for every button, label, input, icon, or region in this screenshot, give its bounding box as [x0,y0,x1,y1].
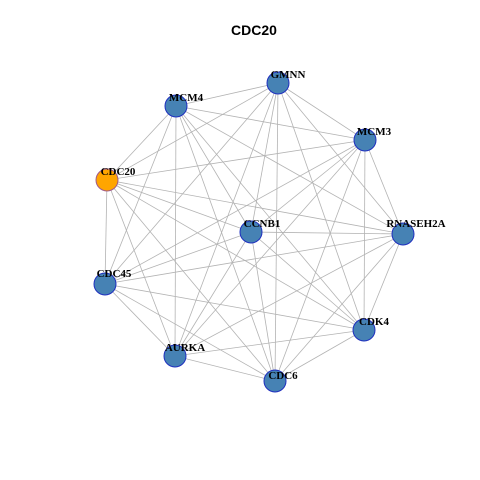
edge-gmnn-rnaseh2a [277,82,404,235]
edge-cdc20-rnaseh2a [106,179,404,235]
edge-gmnn-mcm3 [277,82,366,141]
edge-rnaseh2a-cdk4 [363,233,404,331]
edge-gmnn-aurka [174,82,279,357]
node-label-ccnb1: CCNB1 [244,218,281,230]
edge-ccnb1-rnaseh2a [250,231,404,235]
edge-cdc45-cdk4 [104,283,365,331]
edge-mcm4-cdk4 [175,105,365,331]
nodes-layer [93,71,415,393]
edge-mcm3-cdk4 [363,139,366,331]
edge-cdc20-cdk4 [106,179,365,331]
node-cdc45[interactable] [93,272,117,296]
node-ccnb1[interactable] [239,220,263,244]
edge-mcm4-cdc20 [106,105,177,181]
edge-mcm4-mcm3 [175,105,366,141]
node-mcm4[interactable] [164,94,188,118]
edge-aurka-cdc6 [174,355,276,382]
edge-cdc45-cdc6 [104,283,276,382]
node-cdc20[interactable] [95,168,119,192]
edge-ccnb1-cdc6 [250,231,276,382]
edge-ccnb1-cdk4 [250,231,365,331]
edge-ccnb1-cdc45 [104,231,252,285]
edge-mcm4-cdc6 [175,105,276,382]
node-label-gmnn: GMNN [271,69,306,81]
edge-gmnn-mcm4 [175,82,279,107]
node-rnaseh2a[interactable] [391,222,415,246]
node-label-rnaseh2a: RNASEH2A [386,218,445,230]
node-label-cdk4: CDK4 [359,316,389,328]
node-label-mcm3: MCM3 [357,126,392,138]
edge-cdc20-cdc45 [104,179,108,285]
edge-gmnn-cdc20 [106,82,279,181]
edge-cdc20-ccnb1 [106,179,252,233]
edge-rnaseh2a-cdc45 [104,233,404,285]
node-cdc6[interactable] [263,369,287,393]
edge-rnaseh2a-aurka [174,233,404,357]
edge-rnaseh2a-cdc6 [274,233,404,382]
node-label-cdc45: CDC45 [97,268,132,280]
edge-mcm3-cdc20 [106,139,366,181]
edge-gmnn-cdk4 [277,82,365,331]
edge-mcm3-cdc45 [104,139,366,285]
node-cdk4[interactable] [352,318,376,342]
edge-mcm4-ccnb1 [175,105,252,233]
node-label-mcm4: MCM4 [169,92,204,104]
node-label-cdc20: CDC20 [101,166,136,178]
edge-cdk4-cdc6 [274,329,365,382]
edge-cdc20-aurka [106,179,176,357]
edge-ccnb1-aurka [174,231,252,357]
edges-layer [104,82,404,382]
node-label-aurka: AURKA [165,342,205,354]
edge-mcm3-rnaseh2a [364,139,404,235]
node-label-cdc6: CDC6 [268,370,298,382]
edge-mcm4-cdc45 [104,105,177,285]
diagram-title: CDC20 [231,22,277,38]
edge-cdc45-aurka [104,283,176,357]
edge-mcm4-rnaseh2a [175,105,404,235]
edge-cdc20-cdc6 [106,179,276,382]
edge-cdk4-aurka [174,329,365,357]
node-aurka[interactable] [163,344,187,368]
edge-mcm3-cdc6 [274,139,366,382]
edge-mcm4-aurka [174,105,177,357]
node-mcm3[interactable] [353,128,377,152]
edge-mcm3-ccnb1 [250,139,366,233]
node-gmnn[interactable] [266,71,290,95]
